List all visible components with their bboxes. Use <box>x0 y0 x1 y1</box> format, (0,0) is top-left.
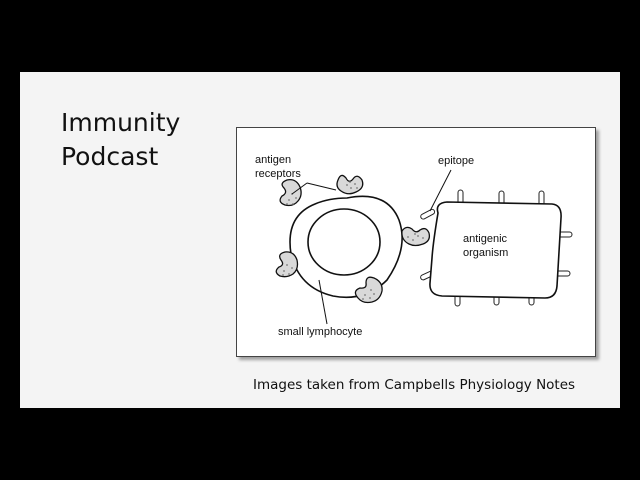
title-line-2: Podcast <box>61 142 159 171</box>
label-organism: organism <box>463 247 508 259</box>
image-credit-caption: Images taken from Campbells Physiology N… <box>253 377 576 393</box>
label-receptors: receptors <box>255 168 301 180</box>
small-lymphocyte <box>289 195 403 299</box>
label-antigen: antigen <box>255 154 291 166</box>
antigen-receptors <box>275 174 431 304</box>
title-line-1: Immunity <box>61 108 181 137</box>
antigenic-organism <box>420 189 573 307</box>
slide-title: Immunity Podcast <box>61 106 180 174</box>
label-epitope: epitope <box>438 155 474 167</box>
lymphocyte-antigen-diagram: antigen receptors epitope antigenic orga… <box>255 154 573 338</box>
label-antigenic: antigenic <box>463 233 508 245</box>
label-small-lymphocyte: small lymphocyte <box>278 326 362 338</box>
leader-lines <box>291 169 452 325</box>
diagram-figure: antigen receptors epitope antigenic orga… <box>236 127 596 357</box>
slide: Immunity Podcast <box>20 72 620 408</box>
